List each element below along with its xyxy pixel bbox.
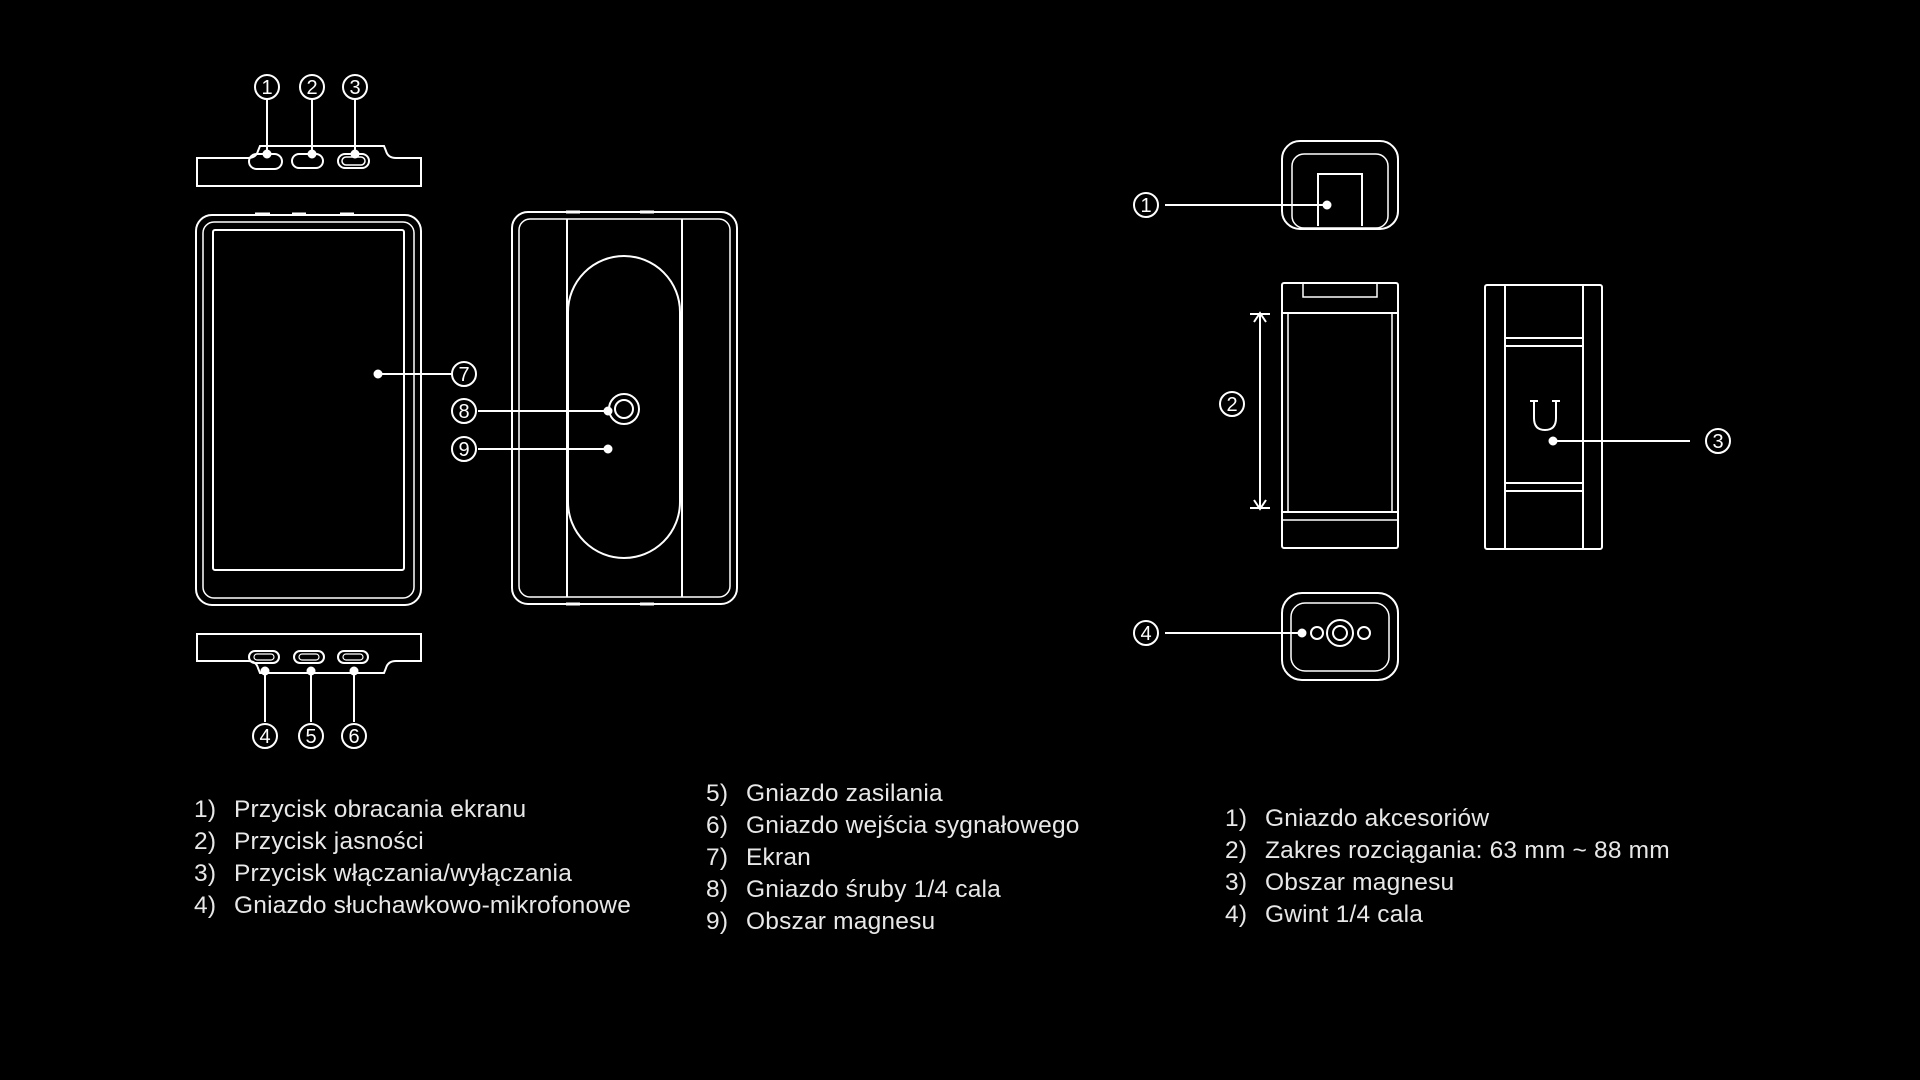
holder-side [1484, 284, 1690, 550]
legend-item: 2)Zakres rozciągania: 63 mm ~ 88 mm [1225, 837, 1670, 864]
legend-item: 5)Gniazdo zasilania [706, 780, 943, 807]
monitor-callout-7: 7 [458, 364, 469, 386]
holder-front [1250, 282, 1399, 549]
magnet-area [567, 255, 681, 559]
legend-item: 7)Ekran [706, 844, 812, 871]
magnet-icon [1533, 401, 1557, 432]
monitor-screen [212, 229, 405, 571]
monitor-callout-6-circle [341, 723, 367, 749]
monitor-callout-9-circle [451, 436, 477, 462]
legend-monitor-part1: 1)Przycisk obracania ekranu 2)Przycisk j… [194, 794, 631, 922]
monitor-callout-2: 2 [306, 77, 317, 99]
legend-item: 4)Gwint 1/4 cala [1225, 901, 1424, 928]
screw-socket [608, 393, 640, 425]
monitor-callout-5: 5 [305, 726, 316, 748]
thread-quarter-inch [1326, 619, 1354, 647]
monitor-callout-1-circle [254, 74, 280, 100]
monitor-callout-8: 8 [458, 401, 469, 423]
monitor-callout-4: 4 [259, 726, 270, 748]
holder-callout-2-circle [1219, 391, 1245, 417]
legend-item: 1)Przycisk obracania ekranu [194, 796, 527, 823]
holder-callout-4-circle [1133, 620, 1159, 646]
holder-callout-4: 4 [1140, 623, 1151, 645]
holder-callout-3-circle [1705, 428, 1731, 454]
headphone-jack [248, 650, 280, 664]
monitor-callout-8-circle [451, 398, 477, 424]
legend-item: 4)Gniazdo słuchawkowo-mikrofonowe [194, 892, 632, 919]
monitor-callout-2-circle [299, 74, 325, 100]
holder-callout-1: 1 [1140, 195, 1151, 217]
monitor-callout-3-circle [342, 74, 368, 100]
monitor-callout-5-circle [298, 723, 324, 749]
legend-monitor-part2: 5)Gniazdo zasilania 6)Gniazdo wejścia sy… [706, 778, 1080, 938]
monitor-callout-1: 1 [261, 77, 272, 99]
holder-callout-1-circle [1133, 192, 1159, 218]
monitor-front [195, 212, 452, 606]
bottom-leaders [260, 666, 359, 722]
legend-item: 3)Obszar magnesu [1225, 869, 1455, 896]
signal-input-socket [337, 650, 369, 664]
monitor-callout-7-circle [451, 361, 477, 387]
power-socket [293, 650, 325, 664]
holder-callout-2: 2 [1226, 394, 1237, 416]
monitor-callout-4-circle [252, 723, 278, 749]
legend-item: 3)Przycisk włączania/wyłączania [194, 860, 573, 887]
holder-callout-3: 3 [1712, 431, 1723, 453]
brightness-button [291, 153, 324, 169]
holder-bottom [1165, 592, 1399, 681]
monitor-bottom-edge [196, 633, 422, 674]
legend-holder: 1)Gniazdo akcesoriów 2)Zakres rozciągani… [1225, 803, 1670, 931]
monitor-back [478, 210, 738, 606]
legend-item: 1)Gniazdo akcesoriów [1225, 805, 1490, 832]
top-leaders [262, 97, 360, 159]
legend-item: 2)Przycisk jasności [194, 828, 424, 855]
monitor-callout-9: 9 [458, 439, 469, 461]
monitor-callout-3: 3 [349, 77, 360, 99]
callout-bubbles: 1 2 3 4 5 6 7 8 9 1 2 3 4 [252, 74, 1731, 749]
monitor-callout-6: 6 [348, 726, 359, 748]
legend-item: 8)Gniazdo śruby 1/4 cala [706, 876, 1001, 903]
holder-top [1165, 140, 1399, 230]
legend-item: 6)Gniazdo wejścia sygnałowego [706, 812, 1080, 839]
legend-item: 9)Obszar magnesu [706, 908, 936, 935]
